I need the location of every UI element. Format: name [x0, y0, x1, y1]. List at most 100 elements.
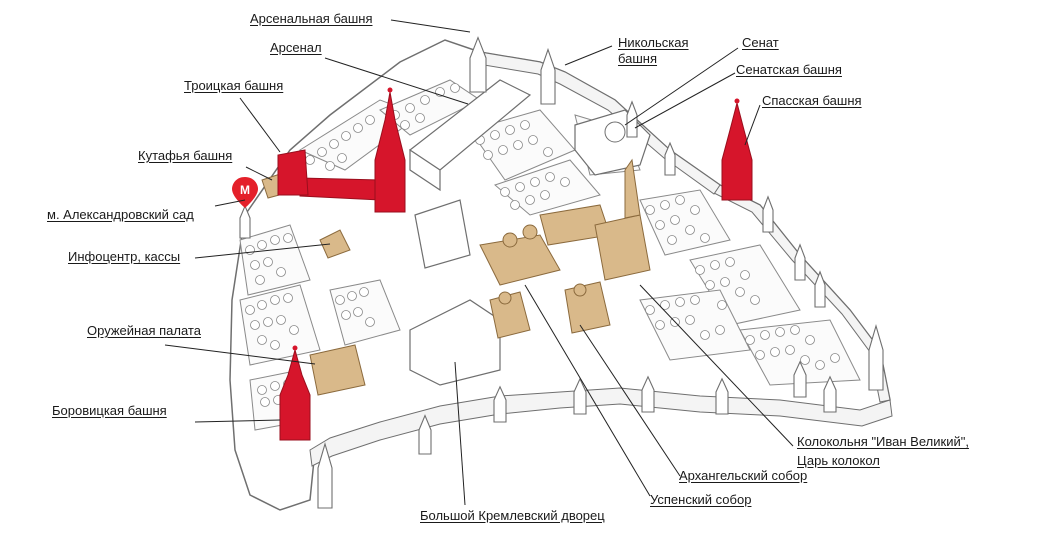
tree: [760, 330, 770, 340]
tree: [540, 190, 550, 200]
tree: [353, 123, 363, 133]
tree: [276, 267, 286, 277]
tree: [245, 305, 255, 315]
tree: [283, 233, 293, 243]
tree: [655, 220, 665, 230]
metro-marker[interactable]: М: [232, 177, 258, 208]
tree: [530, 177, 540, 187]
tree: [560, 177, 570, 187]
tree: [329, 139, 339, 149]
label-metro-station[interactable]: м. Александровский сад: [47, 207, 194, 222]
tree: [510, 200, 520, 210]
highlighted-towers: [277, 91, 753, 441]
trees: [245, 83, 840, 415]
label-grand-palace[interactable]: Большой Кремлевский дворец: [420, 508, 605, 523]
tree: [263, 317, 273, 327]
label-nikolskaya-tower[interactable]: Никольская башня: [618, 35, 689, 67]
tree: [337, 153, 347, 163]
tree: [717, 300, 727, 310]
tree: [255, 275, 265, 285]
tree: [270, 235, 280, 245]
label-borovitskaya-tower[interactable]: Боровицкая башня: [52, 403, 167, 418]
label-senate[interactable]: Сенат: [742, 35, 779, 50]
tree: [515, 182, 525, 192]
tree: [670, 215, 680, 225]
kutafya-tower: [277, 149, 309, 196]
tree: [353, 307, 363, 317]
tree: [545, 172, 555, 182]
label-arsenal[interactable]: Арсенал: [270, 40, 322, 55]
assumption-cathedral: [479, 234, 561, 286]
wall-tower: [317, 442, 333, 509]
tree: [498, 145, 508, 155]
tree: [720, 277, 730, 287]
tree: [257, 300, 267, 310]
tree: [830, 353, 840, 363]
tree: [645, 305, 655, 315]
label-archangel-cathedral[interactable]: Архангельский собор: [679, 468, 808, 483]
metro-m-icon: М: [240, 183, 250, 197]
wall-tower: [493, 385, 507, 423]
tree: [260, 397, 270, 407]
wall-towers: [239, 36, 884, 509]
tree: [490, 130, 500, 140]
tree: [655, 320, 665, 330]
wall-tower: [626, 100, 638, 138]
cathedral-square: [261, 158, 651, 396]
tower-stars: [292, 87, 740, 351]
tree: [660, 200, 670, 210]
tree: [520, 120, 530, 130]
trinity-tower: [374, 91, 406, 213]
tree: [735, 287, 745, 297]
spasskaya-tower: [721, 101, 753, 201]
tree: [790, 325, 800, 335]
tree: [725, 257, 735, 267]
tree: [365, 317, 375, 327]
ivan-bell-tower-spire: [624, 158, 641, 219]
tree: [263, 257, 273, 267]
tree: [341, 131, 351, 141]
tree: [450, 83, 460, 93]
tree: [710, 260, 720, 270]
tree: [705, 280, 715, 290]
kremlin-wall-north: [477, 51, 721, 195]
tree: [800, 355, 810, 365]
infocenter-building: [319, 229, 351, 259]
label-assumption-cathedral[interactable]: Успенский собор: [650, 492, 752, 507]
label-armoury[interactable]: Оружейная палата: [87, 323, 201, 338]
label-infocenter[interactable]: Инфоцентр, кассы: [68, 249, 181, 264]
label-nikolskaya-line2: башня: [618, 51, 658, 66]
label-ivan-line2: Царь колокол: [797, 453, 880, 468]
tree: [270, 295, 280, 305]
wall-tower: [641, 375, 655, 413]
tree: [365, 115, 375, 125]
label-trinity-tower[interactable]: Троицкая башня: [184, 78, 284, 93]
borovitskaya-tower: [279, 348, 311, 441]
tree: [405, 103, 415, 113]
tree: [700, 330, 710, 340]
label-ivan-bell-tower[interactable]: Колокольня "Иван Великий", Царь колокол: [797, 434, 969, 469]
tree: [359, 287, 369, 297]
tree: [505, 125, 515, 135]
tree: [715, 325, 725, 335]
tree: [543, 147, 553, 157]
tree: [675, 195, 685, 205]
tree: [347, 291, 357, 301]
tree: [257, 335, 267, 345]
tree: [317, 147, 327, 157]
label-arsenal-tower[interactable]: Арсенальная башня: [250, 11, 373, 26]
label-kutafya-tower[interactable]: Кутафья башня: [138, 148, 233, 163]
trinity-wall: [299, 177, 381, 201]
tree: [750, 295, 760, 305]
wall-tower: [868, 324, 884, 391]
tree: [755, 350, 765, 360]
tree: [685, 225, 695, 235]
tree: [289, 325, 299, 335]
tree: [420, 95, 430, 105]
wall-tower: [418, 414, 432, 455]
tree: [415, 113, 425, 123]
label-senate-tower[interactable]: Сенатская башня: [736, 62, 842, 77]
tree: [400, 120, 410, 130]
label-ivan-line1: Колокольня "Иван Великий",: [797, 434, 969, 449]
label-spasskaya-tower[interactable]: Спасская башня: [762, 93, 862, 108]
